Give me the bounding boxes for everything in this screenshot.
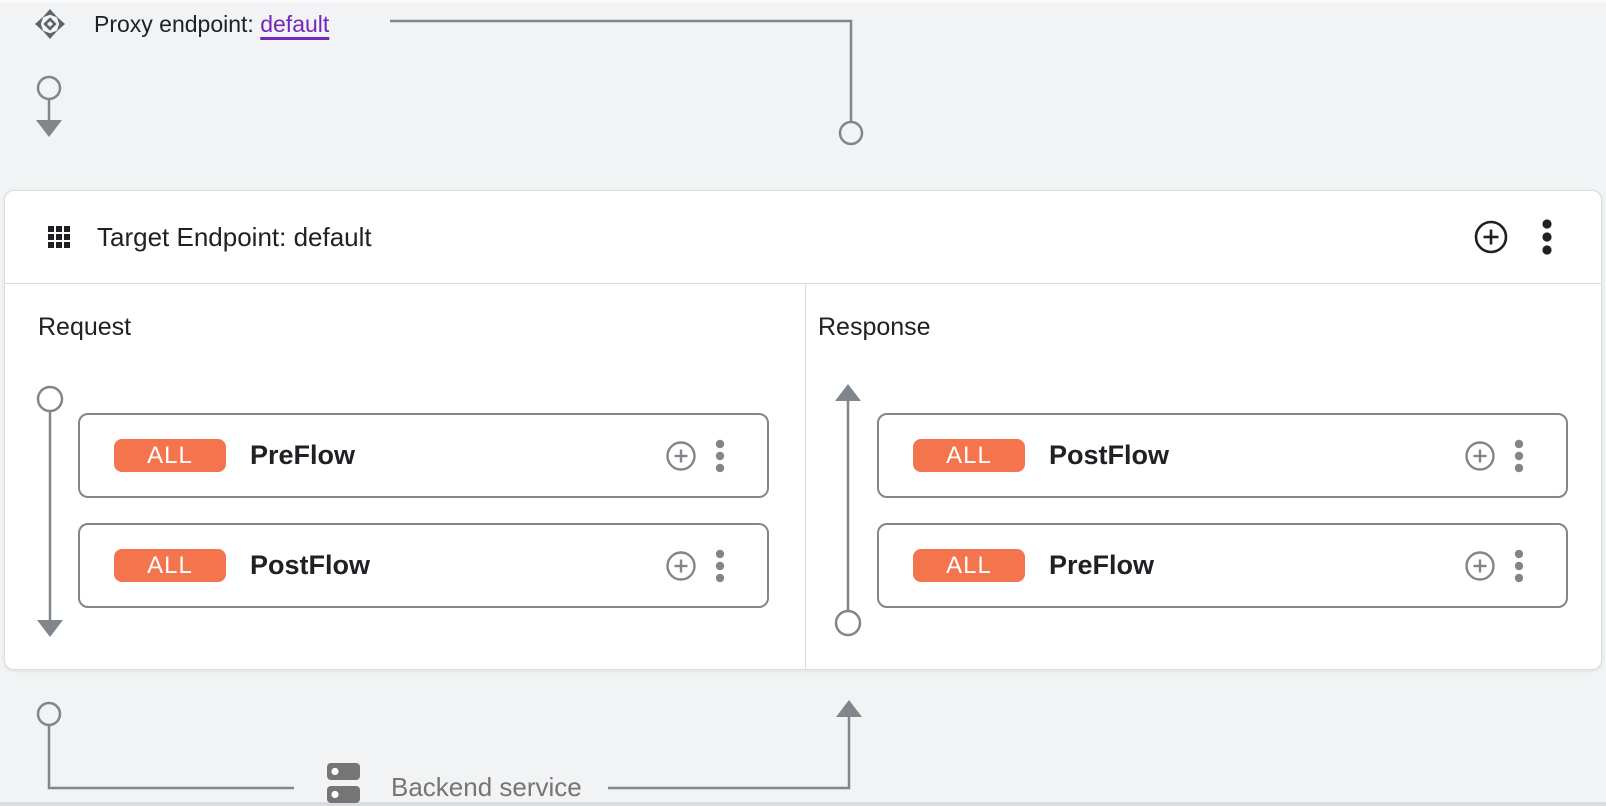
server-icon bbox=[327, 763, 361, 805]
request-pane-label: Request bbox=[38, 313, 132, 341]
response-pane-label: Response bbox=[818, 313, 931, 341]
proxy-endpoint-label: Proxy endpoint: default bbox=[94, 11, 329, 38]
condition-badge: ALL bbox=[114, 549, 226, 582]
target-endpoint-header: Target Endpoint: default bbox=[5, 191, 1601, 284]
proxy-endpoint-link[interactable]: default bbox=[260, 10, 330, 37]
backend-service-label: Backend service bbox=[391, 772, 582, 802]
to-backend-connector bbox=[47, 726, 294, 790]
from-backend-connector bbox=[608, 717, 851, 790]
request-in-arrow bbox=[36, 120, 62, 137]
condition-badge: ALL bbox=[913, 439, 1025, 472]
add-policy-button[interactable] bbox=[1464, 440, 1496, 472]
grid-icon bbox=[47, 225, 71, 249]
add-policy-button[interactable] bbox=[1464, 550, 1496, 582]
add-flow-button[interactable] bbox=[1473, 219, 1509, 255]
target-endpoint-title: Target Endpoint: default bbox=[97, 221, 372, 252]
response-preflow-row[interactable]: ALL PreFlow bbox=[877, 523, 1568, 608]
flow-name: PreFlow bbox=[1049, 550, 1155, 580]
add-policy-button[interactable] bbox=[665, 440, 697, 472]
proxy-endpoint-label-text: Proxy endpoint: bbox=[94, 10, 254, 37]
backend-return-arrow bbox=[836, 700, 862, 717]
connector-terminal-circle bbox=[838, 120, 864, 146]
backend-out-circle bbox=[36, 701, 62, 727]
flow-more-button[interactable] bbox=[715, 548, 725, 584]
request-postflow-row[interactable]: ALL PostFlow bbox=[78, 523, 769, 608]
pane-divider bbox=[805, 283, 806, 669]
condition-badge: ALL bbox=[114, 439, 226, 472]
more-options-button[interactable] bbox=[1541, 217, 1553, 257]
flow-name: PostFlow bbox=[250, 550, 370, 580]
add-policy-button[interactable] bbox=[665, 550, 697, 582]
bottom-edge-strip bbox=[0, 802, 1606, 806]
request-in-circle bbox=[36, 75, 62, 101]
proxy-endpoint-icon bbox=[34, 8, 66, 40]
proxy-endpoint-header: Proxy endpoint: default bbox=[34, 4, 329, 44]
flow-name: PostFlow bbox=[1049, 440, 1169, 470]
response-postflow-row[interactable]: ALL PostFlow bbox=[877, 413, 1568, 498]
proxy-to-target-connector bbox=[390, 19, 853, 121]
flow-more-button[interactable] bbox=[715, 438, 725, 474]
top-edge-strip bbox=[0, 0, 1606, 3]
flow-more-button[interactable] bbox=[1514, 438, 1524, 474]
backend-service: Backend service bbox=[327, 763, 582, 805]
condition-badge: ALL bbox=[913, 549, 1025, 582]
flow-more-button[interactable] bbox=[1514, 548, 1524, 584]
request-preflow-row[interactable]: ALL PreFlow bbox=[78, 413, 769, 498]
flow-name: PreFlow bbox=[250, 440, 356, 470]
